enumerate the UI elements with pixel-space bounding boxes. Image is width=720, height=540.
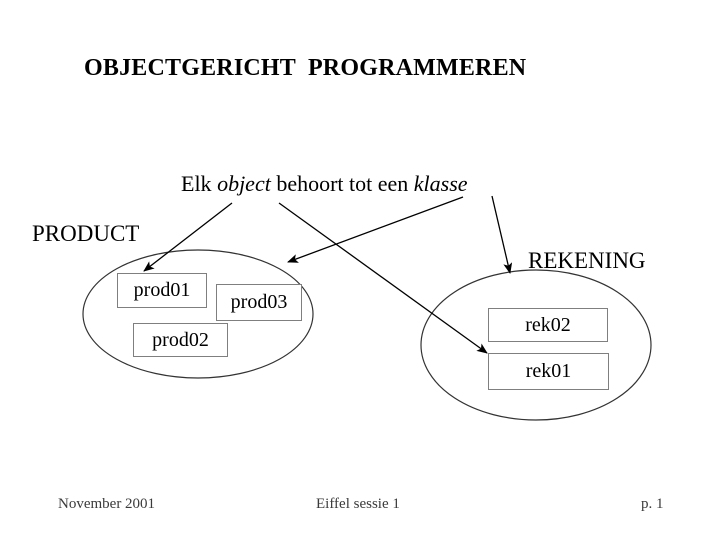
footer-page-number: p. 1 — [641, 496, 664, 512]
arrow-object-to-rek01 — [278, 202, 488, 354]
product-ellipse — [82, 249, 314, 379]
subtitle-part1: Elk — [181, 171, 218, 196]
rekening-ellipse — [420, 269, 652, 421]
arrow-klasse-to-product-ellipse — [287, 196, 464, 263]
object-box-rek02[interactable]: rek02 — [488, 308, 608, 342]
group-label-product: PRODUCT — [32, 221, 140, 246]
subtitle-emphasis-klasse: klasse — [413, 171, 468, 196]
subtitle-text: Elk object behoort tot een klasse — [181, 171, 468, 197]
arrow-klasse-to-rekening-ellipse — [491, 195, 513, 274]
footer-date: November 2001 — [58, 496, 156, 512]
page-title: OBJECTGERICHT PROGRAMMEREN — [84, 55, 527, 81]
footer-title: Eiffel sessie 1 — [316, 496, 400, 512]
object-box-prod03[interactable]: prod03 — [216, 284, 302, 321]
subtitle-part2: behoort tot een — [270, 171, 414, 196]
object-box-prod02[interactable]: prod02 — [133, 323, 228, 357]
arrow-object-to-prod01 — [143, 202, 233, 272]
object-box-prod01[interactable]: prod01 — [117, 273, 207, 308]
group-label-rekening: REKENING — [528, 248, 646, 273]
subtitle-emphasis-object: object — [217, 171, 271, 196]
object-box-rek01[interactable]: rek01 — [488, 353, 609, 390]
